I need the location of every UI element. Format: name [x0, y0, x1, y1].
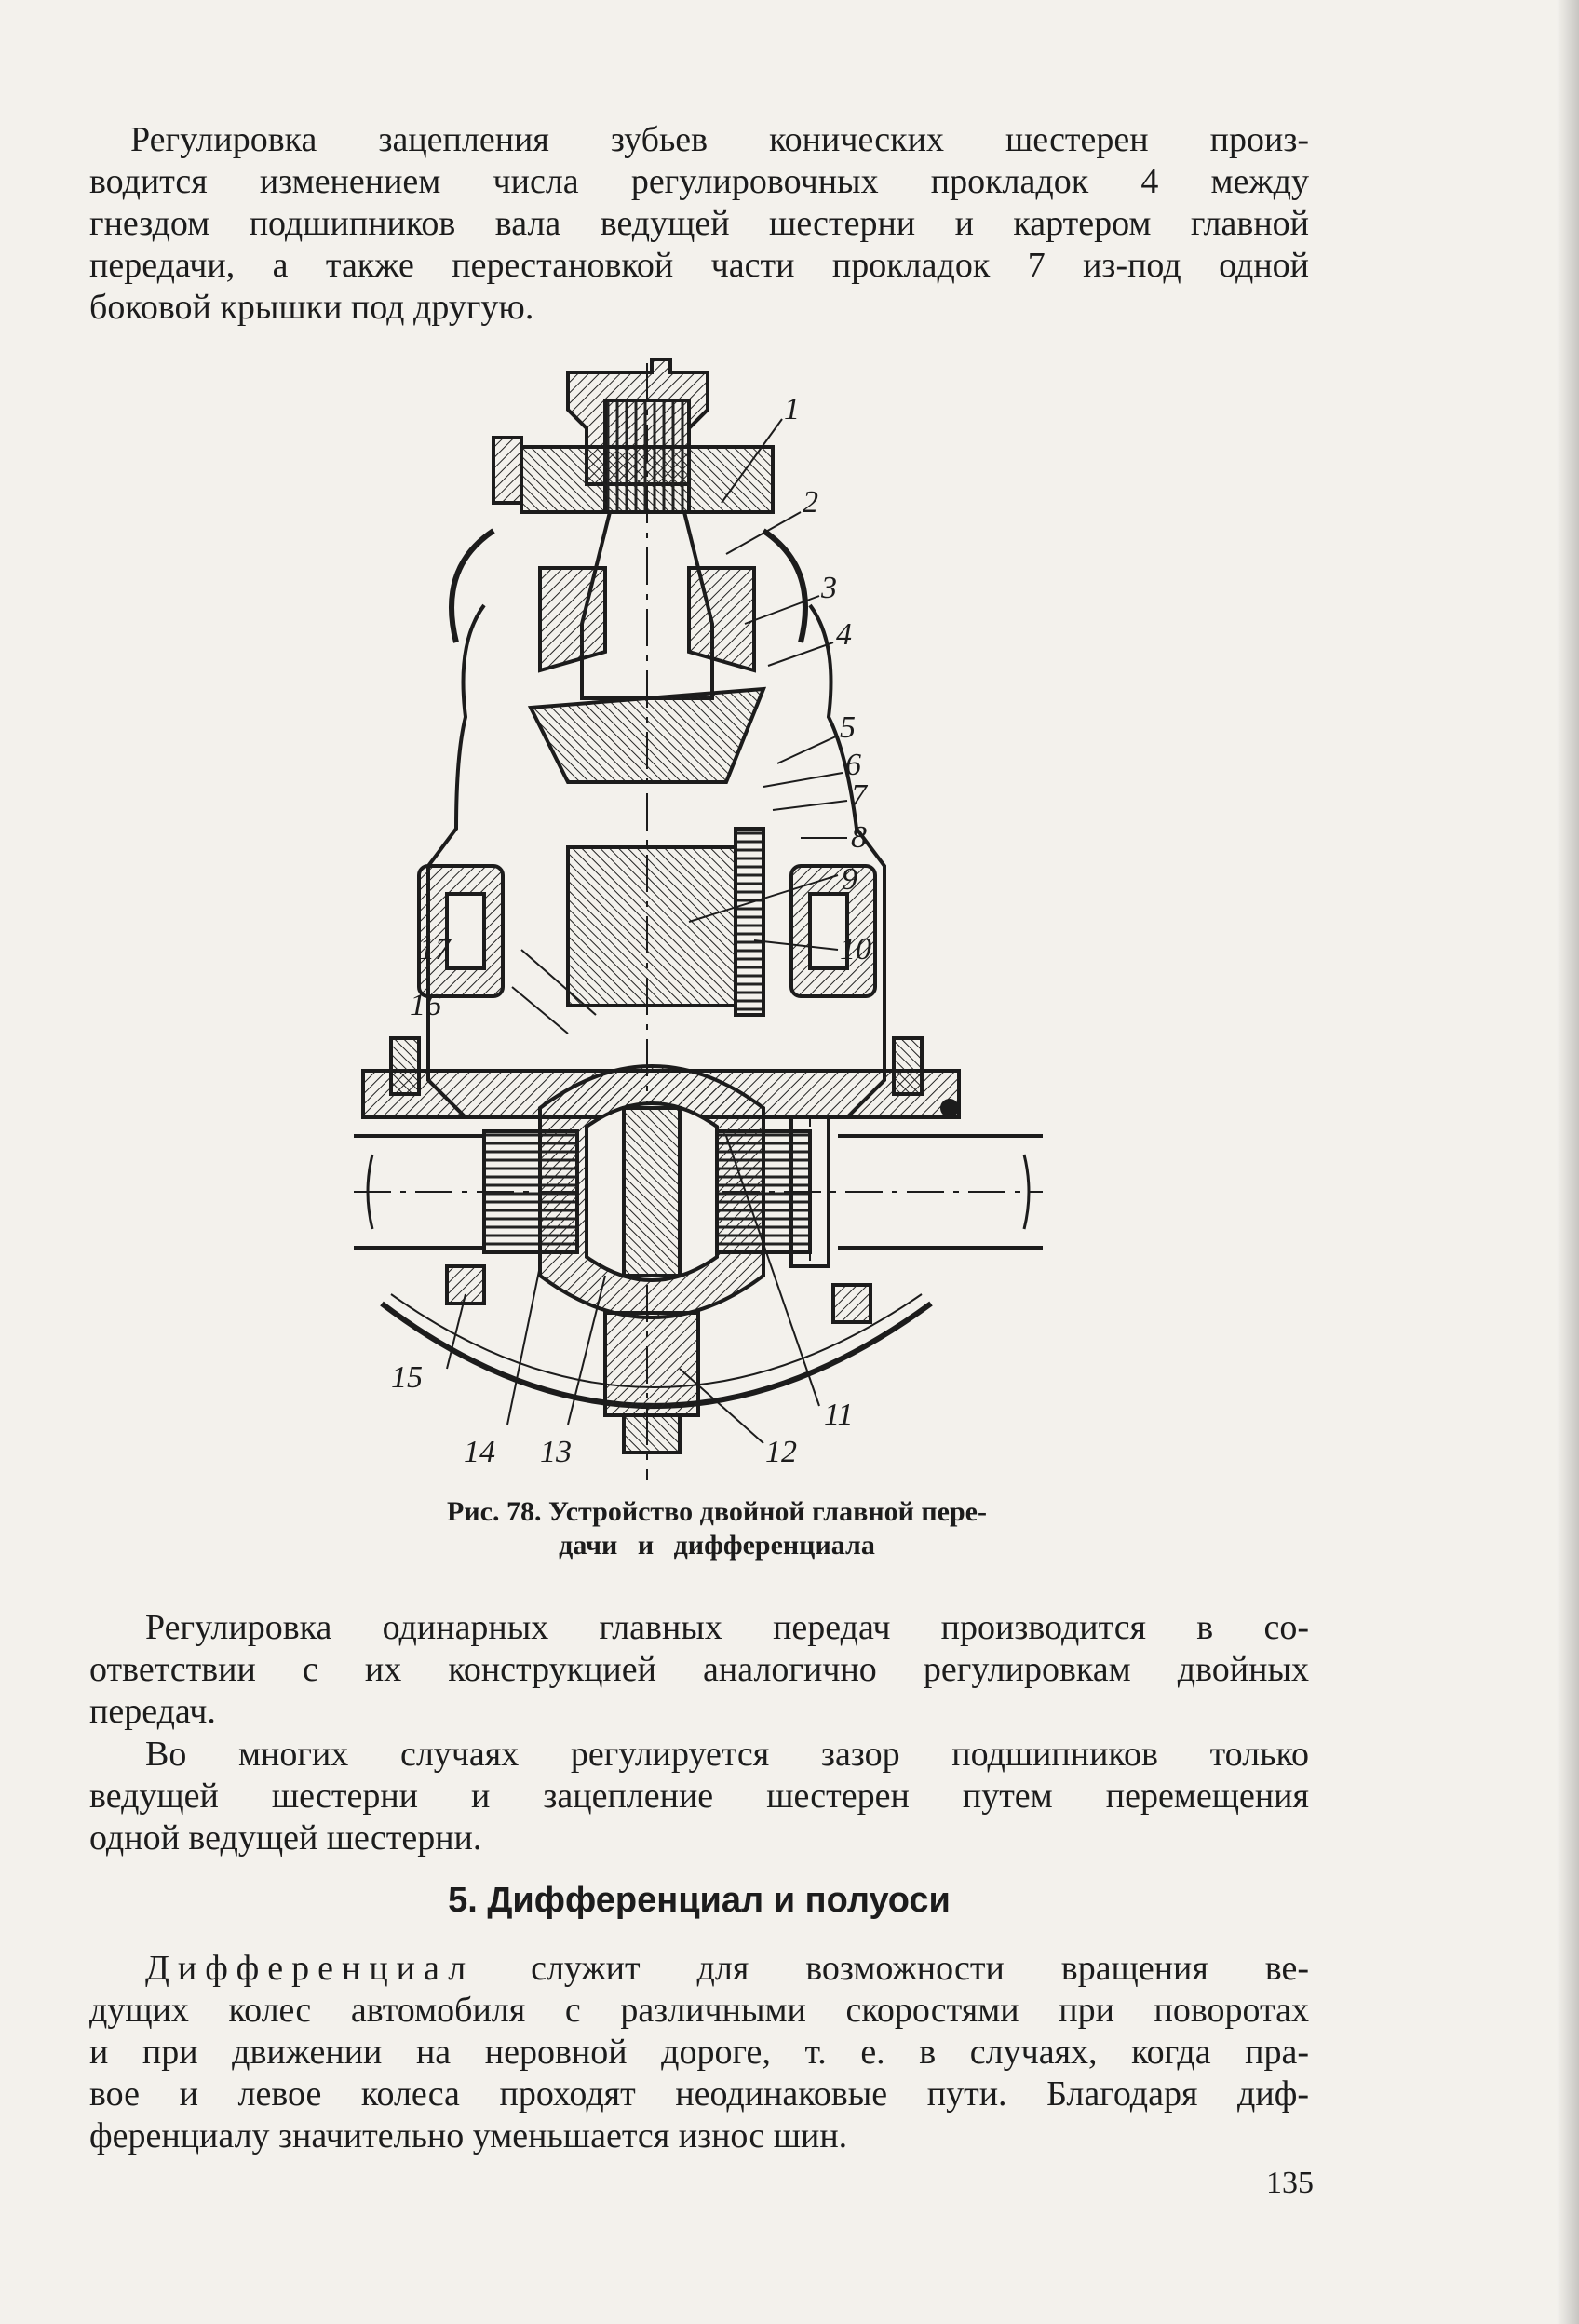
section-heading: 5. Дифференциал и полуоси [448, 1881, 951, 1920]
label-12: 12 [765, 1435, 797, 1469]
page-edge-shadow [1557, 0, 1579, 2324]
text-line: ференциалу значительно уменьшается износ… [89, 2116, 848, 2155]
label-4: 4 [836, 617, 852, 652]
label-10: 10 [840, 932, 871, 966]
label-2: 2 [803, 485, 818, 520]
figure-caption: Рис. 78. Устройство двойной главной пере… [335, 1495, 1099, 1562]
page-number: 135 [1266, 2166, 1314, 2200]
label-6: 6 [845, 748, 861, 782]
paragraph-single-gear-adjustment: Регулировка одинарных главных передач пр… [89, 1607, 1309, 1733]
text-line: передач. [89, 1692, 216, 1731]
text-line: Регулировка зацепления зубьев конических… [130, 120, 1309, 159]
text-line: водится изменением числа регулировочных … [89, 162, 1309, 201]
text-line: дущих колес автомобиля с различными скор… [89, 1991, 1309, 2030]
label-14: 14 [464, 1435, 495, 1469]
text-line: Дифференциал служит для возможности вращ… [89, 1948, 1309, 1990]
label-13: 13 [540, 1435, 572, 1469]
label-5: 5 [840, 710, 856, 745]
text-line: одной ведущей шестерни. [89, 1818, 482, 1858]
term-differential: Дифференциал [145, 1949, 475, 1988]
label-8: 8 [851, 820, 867, 855]
paragraph-bearing-clearance: Во многих случаях регулируется зазор под… [89, 1734, 1309, 1859]
label-1: 1 [784, 392, 800, 426]
text-line: передачи, а также перестановкой части пр… [89, 246, 1309, 285]
label-7: 7 [851, 778, 869, 813]
label-15: 15 [391, 1360, 423, 1395]
label-17: 17 [419, 932, 452, 966]
text-line: вое и левое колеса проходят неодинаковые… [89, 2074, 1309, 2114]
paragraph-gear-mesh-adjustment: Регулировка зацепления зубьев конических… [89, 119, 1309, 329]
text-line: боковой крышки под другую. [89, 288, 534, 327]
paragraph-differential-definition: Дифференциал служит для возможности вращ… [89, 1948, 1309, 2157]
text-line: Регулировка одинарных главных передач пр… [145, 1608, 1309, 1647]
text-line: Во многих случаях регулируется зазор под… [145, 1735, 1309, 1774]
text-line: и при движении на неровной дороге, т. е.… [89, 2033, 1309, 2072]
text-line: ответствии с их конструкцией аналогично … [89, 1650, 1309, 1689]
differential-drawing: 1 2 3 4 5 6 7 8 9 10 11 12 13 14 15 16 1… [354, 358, 1043, 1480]
text-fragment: служит для возможности вращения ве- [474, 1949, 1309, 1988]
text-line: ведущей шестерни и зацепление шестерен п… [89, 1777, 1309, 1816]
label-11: 11 [824, 1398, 853, 1432]
caption-line: Рис. 78. Устройство двойной главной пере… [447, 1496, 987, 1527]
label-3: 3 [820, 571, 837, 605]
text-line: гнездом подшипников вала ведущей шестерн… [89, 204, 1309, 243]
label-9: 9 [842, 862, 857, 897]
label-16: 16 [410, 988, 441, 1022]
caption-line: дачи и дифференциала [559, 1530, 875, 1561]
